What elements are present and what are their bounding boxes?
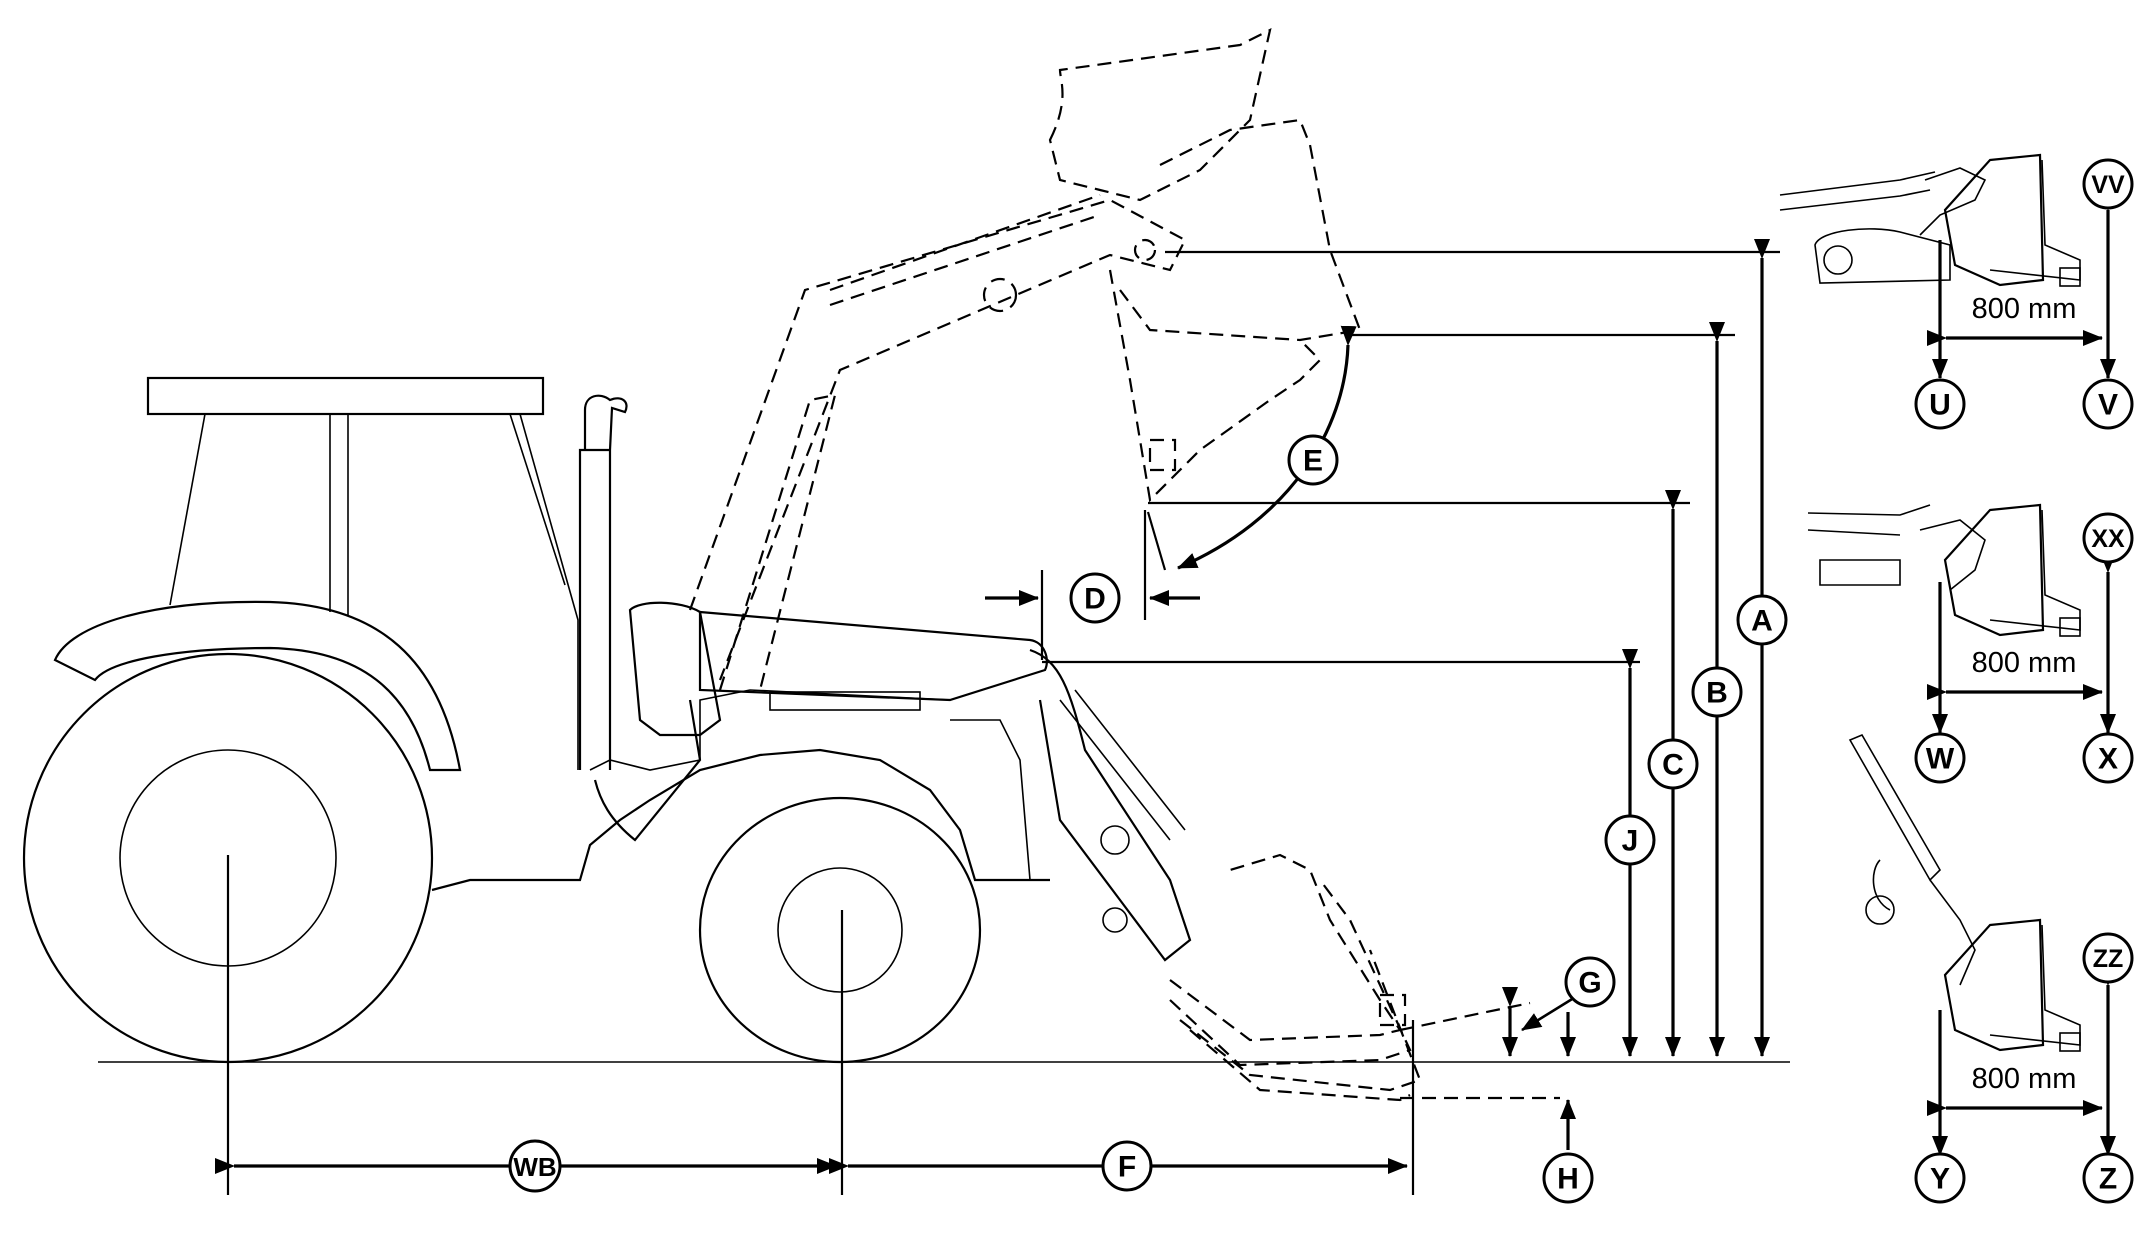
callout-vv-text: VV [2091, 171, 2125, 199]
callout-y: Y [1914, 1152, 1966, 1204]
callout-g-text: G [1578, 967, 1601, 1000]
callout-a: A [1736, 594, 1788, 646]
reach-distance-label-bottom: 800 mm [1972, 1063, 2077, 1095]
callout-xx: XX [2082, 512, 2134, 564]
callout-e: E [1287, 434, 1339, 486]
callout-b: B [1691, 666, 1743, 718]
callout-f-text: F [1118, 1151, 1136, 1184]
bucket-raised-high [1048, 27, 1272, 202]
callout-e-text: E [1303, 445, 1323, 478]
front-wheel-tire [698, 796, 982, 1064]
callout-v-text: V [2098, 389, 2118, 422]
callout-w-text: W [1926, 743, 1955, 776]
reach-distance-label-top: 800 mm [1972, 293, 2077, 325]
callout-z: Z [2082, 1152, 2134, 1204]
front-wheel-rim [777, 867, 903, 993]
callout-d: D [1069, 572, 1121, 624]
callout-y-text: Y [1930, 1163, 1950, 1196]
boom-lowered [698, 610, 1048, 702]
cab-roof [146, 376, 545, 416]
callout-zz: ZZ [2082, 932, 2134, 984]
callout-b-text: B [1706, 677, 1728, 710]
reach-distance-label-middle: 800 mm [1972, 647, 2077, 679]
callout-f: F [1101, 1140, 1153, 1192]
detail-bottom [1848, 733, 2081, 1052]
callout-x: X [2082, 732, 2134, 784]
loader-mount [628, 601, 722, 737]
callout-x-text: X [2098, 743, 2118, 776]
detail-middle [1807, 503, 2081, 637]
rear-fender [53, 600, 462, 772]
cab-frame [169, 413, 206, 606]
callout-w: W [1914, 732, 1966, 784]
callout-z-text: Z [2099, 1163, 2117, 1196]
callout-xx-text: XX [2091, 525, 2125, 553]
callout-j: J [1604, 814, 1656, 866]
callout-h: H [1542, 1152, 1594, 1204]
callout-d-text: D [1084, 583, 1106, 616]
detail-top [1779, 153, 2081, 287]
bucket-lowered-1 [1169, 853, 1402, 1042]
callout-j-text: J [1622, 825, 1639, 858]
callout-wb: WB [508, 1139, 562, 1193]
callout-h-text: H [1557, 1163, 1579, 1196]
callout-c: C [1647, 738, 1699, 790]
callout-u: U [1914, 378, 1966, 430]
callout-v: V [2082, 378, 2134, 430]
raised-loader [688, 27, 1362, 691]
callout-zz-text: ZZ [2093, 945, 2124, 973]
callout-c-text: C [1662, 749, 1684, 782]
callout-u-text: U [1929, 389, 1951, 422]
callout-a-text: A [1751, 605, 1773, 638]
boom-raised [688, 198, 1187, 681]
callout-g: G [1564, 956, 1616, 1008]
tractor [22, 376, 1192, 1064]
exhaust-stack [578, 394, 628, 770]
callout-wb-text: WB [513, 1152, 556, 1182]
lowered-buckets [1169, 853, 1560, 1102]
callout-vv: VV [2082, 158, 2134, 210]
tractor-body [431, 748, 1050, 892]
